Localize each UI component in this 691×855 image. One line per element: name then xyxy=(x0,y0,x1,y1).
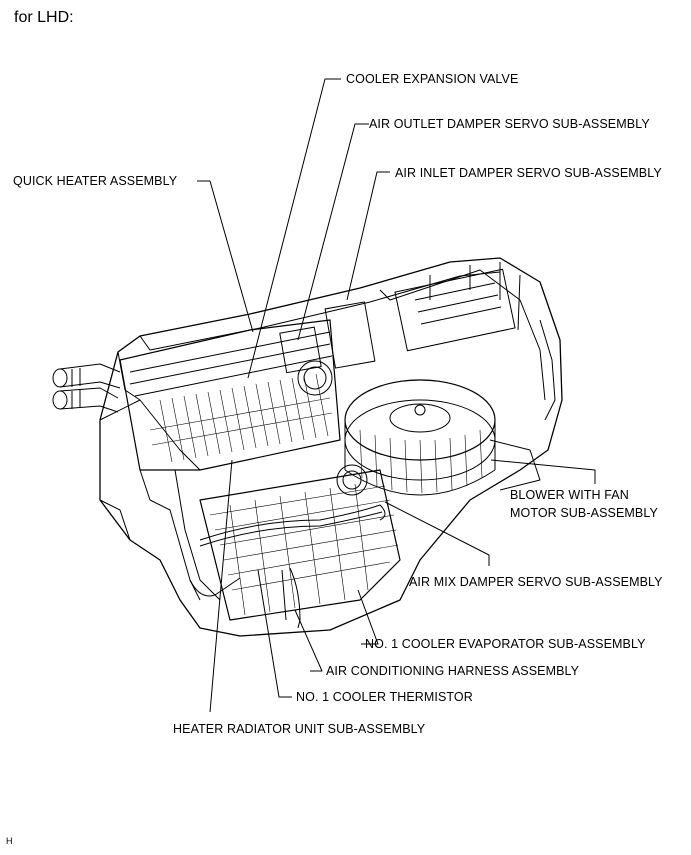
figure-code: H xyxy=(6,836,13,846)
evaporator-block xyxy=(199,469,401,621)
label-heater-radiator: HEATER RADIATOR UNIT SUB-ASSEMBLY xyxy=(173,722,426,736)
label-harness: AIR CONDITIONING HARNESS ASSEMBLY xyxy=(326,664,580,678)
heater-core-block xyxy=(119,319,341,601)
leader-lines xyxy=(197,78,596,713)
label-blower-line2: MOTOR SUB-ASSEMBLY xyxy=(510,506,658,520)
harness-wires xyxy=(189,504,386,629)
page-heading: for LHD: xyxy=(14,9,74,26)
label-air-mix-damper-servo: AIR MIX DAMPER SERVO SUB-ASSEMBLY xyxy=(409,575,663,589)
blower-fan xyxy=(344,379,541,496)
label-air-outlet-damper-servo: AIR OUTLET DAMPER SERVO SUB-ASSEMBLY xyxy=(369,117,650,131)
label-blower-line1: BLOWER WITH FAN xyxy=(510,488,629,502)
label-quick-heater: QUICK HEATER ASSEMBLY xyxy=(13,174,178,188)
label-cooler-expansion-valve: COOLER EXPANSION VALVE xyxy=(346,72,519,86)
heater-pipes xyxy=(52,363,121,413)
label-thermistor: NO. 1 COOLER THERMISTOR xyxy=(296,690,473,704)
label-air-inlet-damper-servo: AIR INLET DAMPER SERVO SUB-ASSEMBLY xyxy=(395,166,662,180)
label-evaporator: NO. 1 COOLER EVAPORATOR SUB-ASSEMBLY xyxy=(365,637,646,651)
servo-gears xyxy=(279,301,376,496)
